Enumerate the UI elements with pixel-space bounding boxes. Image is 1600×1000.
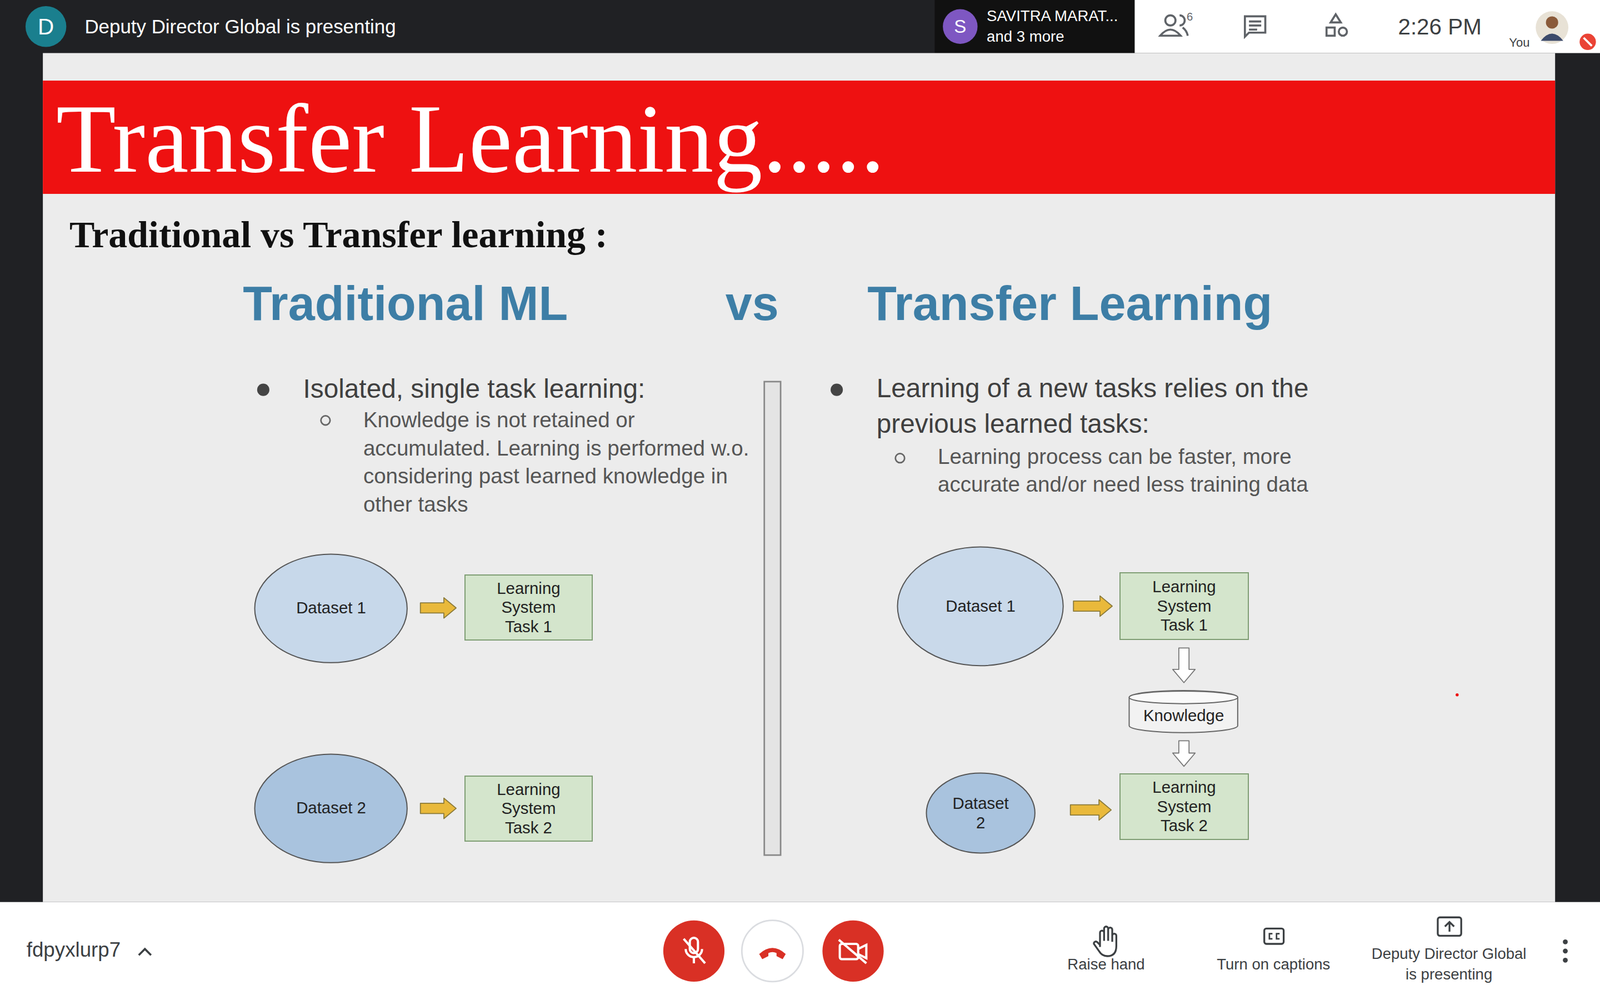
ellipse-shape <box>897 546 1064 666</box>
dataset-ellipse: Dataset 2 <box>925 772 1036 854</box>
divider <box>764 381 781 855</box>
flow-arrow <box>420 597 457 619</box>
learning-system-box: Learning System Task 1 <box>1119 572 1249 640</box>
people-second <box>1179 15 1188 37</box>
flow-arrow <box>1070 800 1112 821</box>
avatar-initial: D <box>37 13 54 40</box>
present-arrow <box>1445 921 1455 932</box>
node-text: Dataset 1 <box>296 598 367 618</box>
column-heading: Traditional ML <box>242 276 568 332</box>
bullet-text: Learning of a new tasks relies on the pr… <box>876 370 1316 443</box>
dataset-ellipse: Dataset 1 <box>896 546 1064 667</box>
bottom-bar <box>0 902 1600 1000</box>
bullet <box>257 383 270 397</box>
pointer-dot <box>1455 693 1459 697</box>
learning-system-box: Learning System Task 2 <box>464 775 593 842</box>
flow-arrow <box>420 798 457 819</box>
presenter-avatar <box>25 6 67 47</box>
mic-slash <box>683 938 706 964</box>
present-icon <box>1437 917 1462 936</box>
participant-count: 6 <box>1186 11 1193 24</box>
avatar-initial: S <box>953 16 967 38</box>
caret-icon <box>138 948 152 955</box>
learning-system-box: Learning System Task 2 <box>1119 773 1249 840</box>
node-text: Dataset 1 <box>945 596 1016 617</box>
node-text: Knowledge <box>1143 706 1224 726</box>
camera-slash <box>838 940 867 964</box>
self-avatar-head <box>1546 16 1559 29</box>
menu-dot <box>1562 939 1568 945</box>
dataset-ellipse: Dataset 2 <box>253 753 408 864</box>
captions-icon <box>1264 928 1284 944</box>
activities-square <box>1326 27 1335 37</box>
end-call-button <box>741 920 803 982</box>
bullet <box>830 383 843 397</box>
presenting-banner: Deputy Director Global is presenting <box>84 15 396 38</box>
cylinder-body <box>1129 690 1238 733</box>
captions-marks <box>1269 933 1280 939</box>
mic-off-icon <box>683 937 706 964</box>
sub-bullet-text: Learning process can be faster, more acc… <box>937 442 1377 498</box>
raise-hand-icon <box>1093 926 1117 957</box>
participant-count-text: and 3 more <box>986 27 1064 46</box>
camera-off-icon <box>838 940 867 964</box>
column-heading: Transfer Learning <box>867 276 1273 332</box>
participant-avatar <box>942 9 978 44</box>
camera-body <box>840 943 859 960</box>
muted-slash <box>1583 37 1593 47</box>
node-text: Dataset 2 <box>296 798 367 818</box>
self-avatar-body <box>1540 33 1563 42</box>
people-body <box>1160 29 1181 36</box>
node-text: Learning System Task 2 <box>1143 777 1225 836</box>
muted-badge <box>1579 33 1596 50</box>
people-icon <box>1160 15 1188 37</box>
clock: 2:26 PM <box>1397 13 1482 40</box>
chat-icon <box>1245 16 1266 37</box>
slide-title: Transfer Learning..... <box>56 82 885 195</box>
self-label: You <box>1508 35 1530 50</box>
slide <box>42 53 1555 903</box>
mic-button <box>663 920 725 982</box>
node-text: Learning System Task 1 <box>1143 577 1225 635</box>
activities-triangle <box>1330 14 1341 23</box>
cylinder-top <box>1129 691 1238 704</box>
participant-name: SAVITRA MARAT... <box>986 7 1118 26</box>
dataset-ellipse: Dataset 1 <box>253 553 408 664</box>
menu-dot <box>1562 957 1568 963</box>
sub-bullet <box>895 453 905 463</box>
flow-arrow <box>1172 740 1195 767</box>
ellipse-shape <box>255 753 408 863</box>
self-avatar <box>1535 11 1569 44</box>
flow-arrow <box>1172 647 1195 683</box>
people-head <box>1165 15 1176 26</box>
activities-circle <box>1338 27 1348 37</box>
menu-dot <box>1562 948 1568 954</box>
toolbar-panel <box>1134 0 1600 54</box>
meeting-code: fdpyxlurp7 <box>26 938 121 962</box>
ellipse-shape <box>255 553 408 663</box>
bullet-text: Isolated, single task learning: <box>303 373 646 404</box>
sub-bullet <box>321 415 331 425</box>
sub-bullet-text: Knowledge is not retained or accumulated… <box>363 406 757 519</box>
camera-button <box>822 920 884 982</box>
slide-subtitle: Traditional vs Transfer learning : <box>69 212 608 257</box>
button-caption: Raise hand <box>1067 955 1145 974</box>
flow-arrow <box>1073 596 1113 617</box>
knowledge-store: Knowledge <box>1128 690 1239 734</box>
node-text: Learning System Task 2 <box>487 780 570 838</box>
participant-chip <box>934 0 1135 54</box>
node-text: Learning System Task 1 <box>487 578 570 637</box>
button-caption: Deputy Director Global is presenting <box>1366 943 1532 985</box>
chat-lines <box>1248 21 1262 30</box>
activities-icon <box>1326 14 1348 37</box>
node-text: Dataset 2 <box>948 793 1013 833</box>
chat-bubble <box>1245 16 1266 37</box>
learning-system-box: Learning System Task 1 <box>464 574 593 641</box>
button-caption: Turn on captions <box>1216 955 1330 974</box>
ellipse-shape <box>926 773 1035 854</box>
versus-word: vs <box>725 276 779 332</box>
end-call-icon <box>759 947 787 959</box>
